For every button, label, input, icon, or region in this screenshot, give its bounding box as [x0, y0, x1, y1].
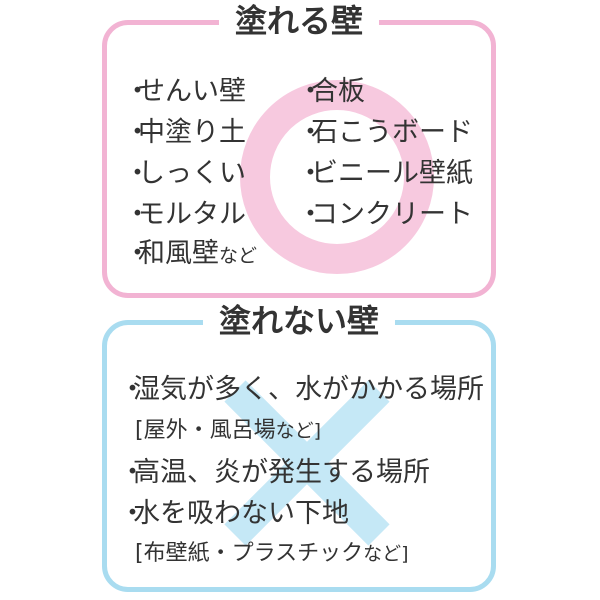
paintable-item: ・コンクリート [297, 199, 473, 230]
not-paintable-item: ・湿気が多く、水がかかる場所 [119, 374, 484, 405]
not-paintable-item: ・水を吸わない下地 [119, 498, 349, 529]
paintable-item: ・モルタル [124, 199, 246, 230]
paintable-item: ・せんい壁 [124, 76, 246, 107]
cross-icon [224, 380, 390, 546]
circle-icon [240, 80, 434, 274]
paintable-item: ・石こうボード [297, 117, 473, 148]
not-paintable-item: ・高温、炎が発生する場所 [119, 457, 430, 488]
paintable-title: 塗れる壁 [218, 1, 380, 41]
paintable-item: ・しっくい [124, 158, 246, 189]
not-paintable-note: [布壁紙・プラスチックなど] [135, 541, 409, 566]
paintable-item: ・合板 [297, 76, 365, 107]
paintable-item: ・和風壁など [124, 238, 258, 269]
paintable-item: ・ビニール壁紙 [297, 158, 473, 189]
paintable-item: ・中塗り土 [124, 117, 246, 148]
paintable-walls-panel: 塗れる壁 ・せんい壁 ・中塗り土 ・しっくい ・モルタル ・和風壁など ・合板 … [102, 1, 496, 298]
not-paintable-note: [屋外・風呂場など] [135, 418, 322, 443]
not-paintable-title: 塗れない壁 [202, 301, 396, 341]
not-paintable-walls-panel: 塗れない壁 ・湿気が多く、水がかかる場所 [屋外・風呂場など] ・高温、炎が発生… [102, 301, 496, 592]
